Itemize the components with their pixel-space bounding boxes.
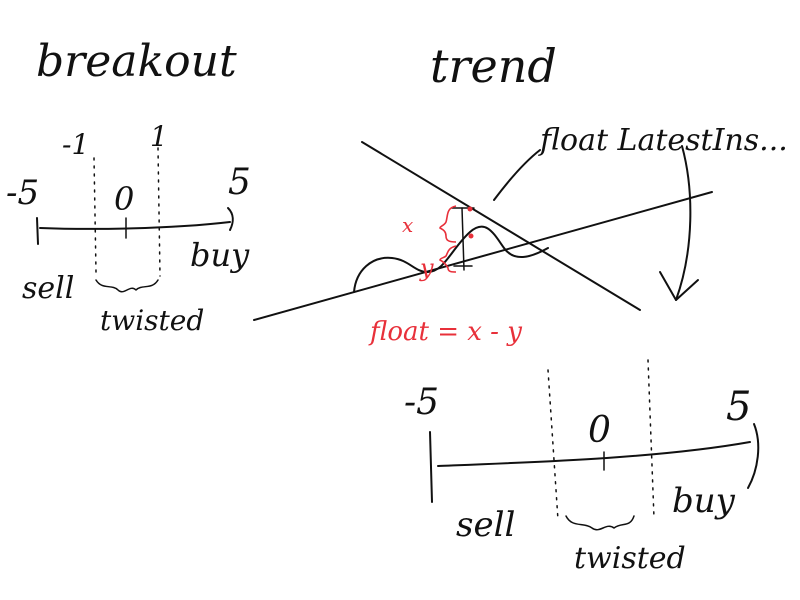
bottom-label-twisted: twisted [574, 541, 686, 576]
trend-brace-y [439, 245, 457, 273]
breakout-brace [95, 279, 159, 293]
bottom-label-sell: sell [456, 505, 515, 545]
bottom-axis-right-end [747, 423, 760, 489]
breakout-label-sell: sell [22, 271, 74, 306]
breakout-diagram: breakout -5 -1 0 1 5 sell twisted buy [6, 36, 251, 337]
breakout-tick-neg1: -1 [62, 128, 89, 161]
trend-marker-x: x [402, 213, 413, 237]
breakout-label-buy: buy [190, 236, 250, 274]
breakout-title: breakout [36, 36, 237, 87]
trend-annotation-pointer [493, 149, 541, 201]
trend-down-arrow-shaft [675, 145, 692, 301]
trend-support-line [253, 191, 713, 321]
bottom-dotted-left [547, 369, 559, 521]
trend-point-top [467, 206, 473, 212]
breakout-axis-right-end [227, 207, 234, 231]
breakout-label-twisted: twisted [100, 304, 204, 337]
bottom-axis-line [437, 441, 751, 467]
breakout-tick-pos1: 1 [150, 120, 168, 153]
trend-resistance-line [361, 141, 641, 311]
trend-brace-x [439, 205, 457, 243]
breakout-axis-line [39, 221, 231, 230]
trend-price-curve [353, 225, 549, 293]
trend-formula: float = x - y [368, 317, 522, 347]
bottom-brace [565, 515, 635, 531]
breakout-tick-left: -5 [6, 173, 39, 213]
bottom-tick-left: -5 [404, 382, 439, 423]
bottom-dotted-right [647, 359, 655, 519]
breakout-tick-zero: 0 [114, 180, 134, 218]
breakout-axis-left-end [36, 217, 39, 245]
bottom-scale-diagram: -5 0 5 sell twisted buy [404, 359, 760, 576]
trend-marker-y: y [419, 254, 434, 282]
trend-measure-vertical [461, 207, 465, 271]
trend-diagram: trend float LatestIns... x y float = x -… [253, 39, 788, 347]
breakout-dotted-neg1 [93, 157, 97, 273]
trend-annotation: float LatestIns... [538, 123, 788, 158]
trend-title: trend [430, 39, 557, 93]
trend-point-mid [468, 233, 474, 239]
breakout-dotted-pos1 [157, 147, 161, 277]
bottom-tick-right: 5 [726, 384, 751, 430]
bottom-tick-zero: 0 [588, 410, 611, 451]
trend-down-arrow-head [659, 271, 699, 301]
bottom-label-buy: buy [672, 481, 736, 521]
breakout-tick-right: 5 [228, 162, 251, 203]
bottom-axis-left-end [429, 431, 433, 503]
